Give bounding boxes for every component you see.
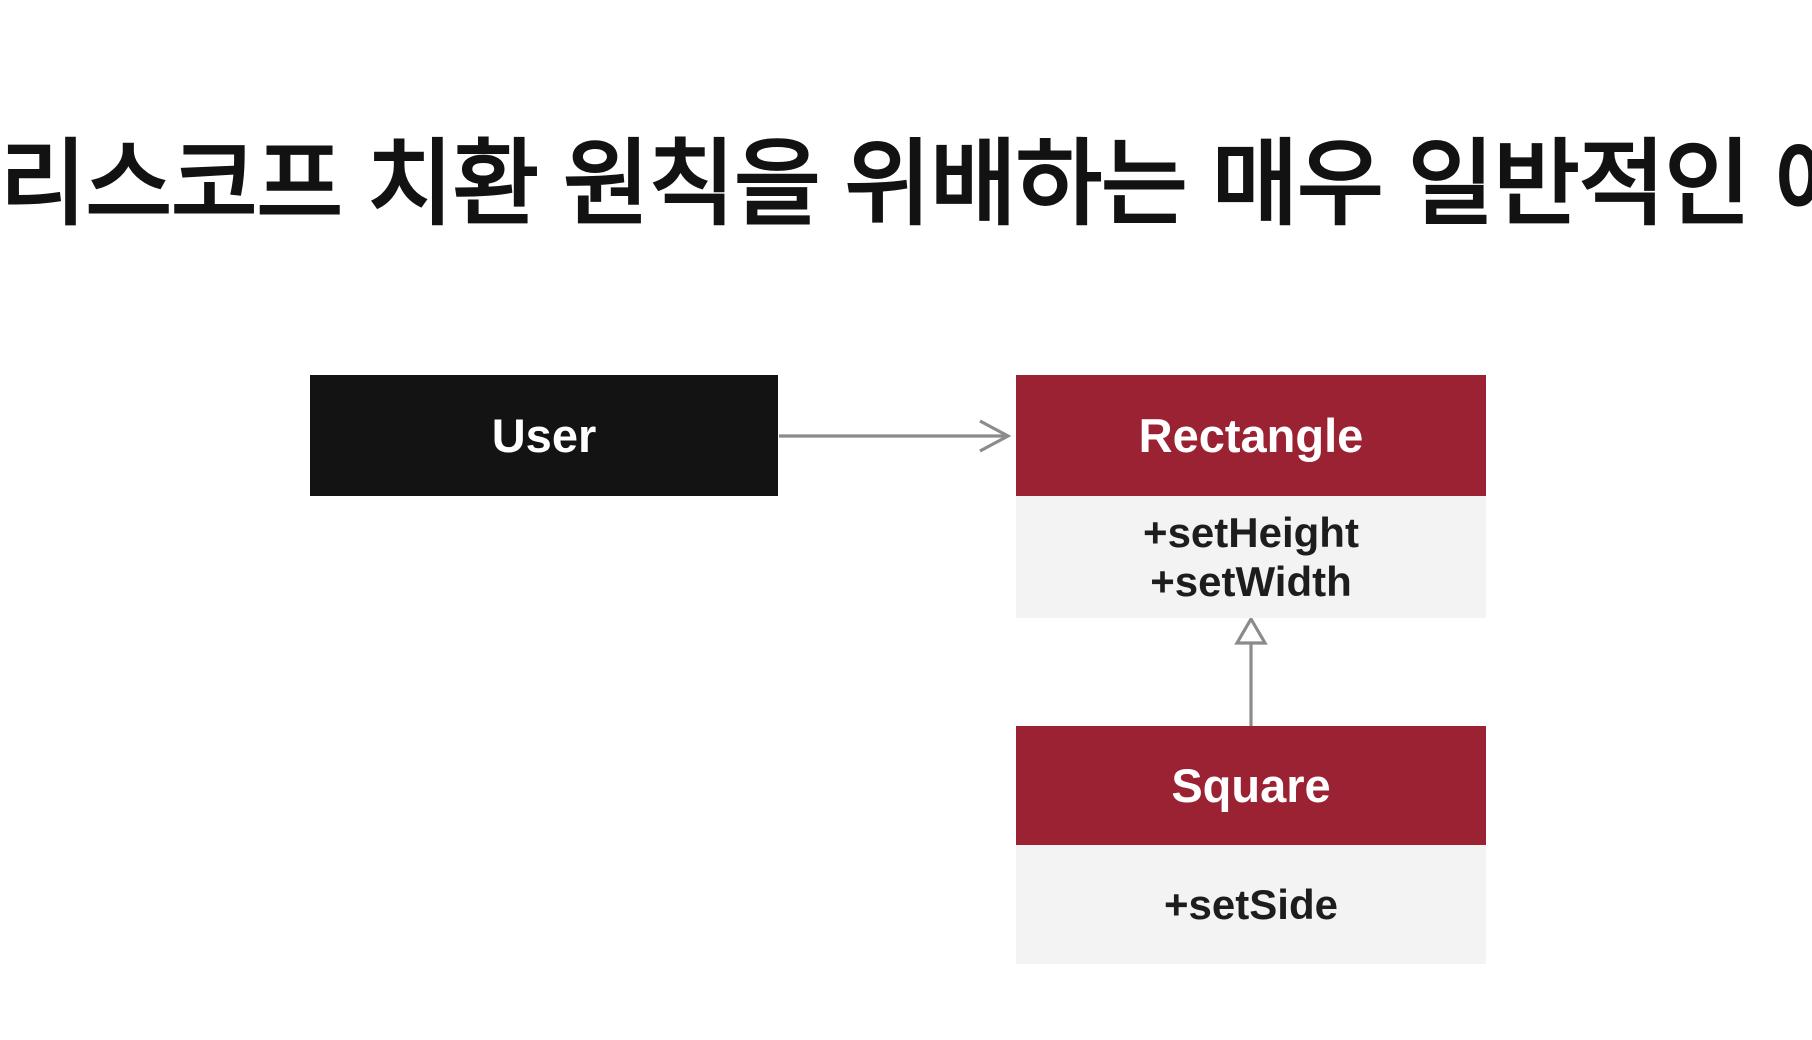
method-setwidth: +setWidth xyxy=(1150,558,1352,605)
user-class-name: User xyxy=(491,409,597,462)
square-class-methods: +setSide xyxy=(1016,845,1486,964)
rectangle-class-box: Rectangle +setHeight +setWidth xyxy=(1016,375,1486,618)
user-class-box: User xyxy=(310,375,778,496)
method-setheight: +setHeight xyxy=(1143,509,1359,556)
rectangle-class-header: Rectangle xyxy=(1016,375,1486,496)
association-arrow xyxy=(779,419,1012,453)
square-class-header: Square xyxy=(1016,726,1486,845)
generalization-arrow xyxy=(1234,615,1268,726)
square-class-box: Square +setSide xyxy=(1016,726,1486,964)
square-class-name: Square xyxy=(1171,759,1331,812)
method-setside: +setSide xyxy=(1164,881,1338,928)
rectangle-class-name: Rectangle xyxy=(1138,409,1364,462)
slide-title: 리스코프 치환 원칙을 위배하는 매우 일반적인 예 xyxy=(0,130,1812,236)
rectangle-class-methods: +setHeight +setWidth xyxy=(1016,496,1486,618)
